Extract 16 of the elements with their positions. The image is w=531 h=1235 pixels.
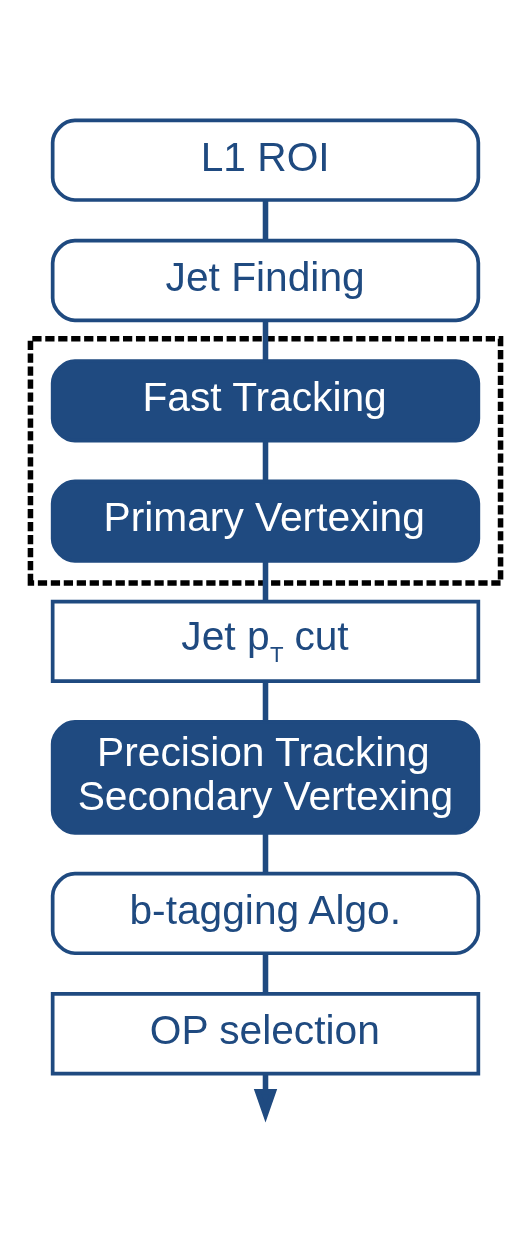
connector	[262, 953, 269, 993]
node-box: Fast Tracking	[50, 358, 481, 442]
cluster	[27, 335, 504, 586]
connector	[262, 440, 269, 481]
node-box: Precision Tracking Secondary Vertexing	[50, 719, 481, 835]
node-box: Primary Vertexing	[50, 478, 481, 563]
connector	[262, 199, 269, 240]
connector	[262, 560, 269, 601]
connector	[262, 832, 269, 873]
node-box: L1 ROI	[50, 118, 481, 202]
node-box: OP selection	[50, 991, 481, 1075]
node-box: b-tagging Algo.	[50, 871, 481, 955]
node-box: Jet p$_{T}$ cut	[50, 599, 481, 683]
connector	[262, 681, 269, 722]
connector	[262, 320, 269, 360]
node-box: Jet Finding	[50, 238, 481, 322]
